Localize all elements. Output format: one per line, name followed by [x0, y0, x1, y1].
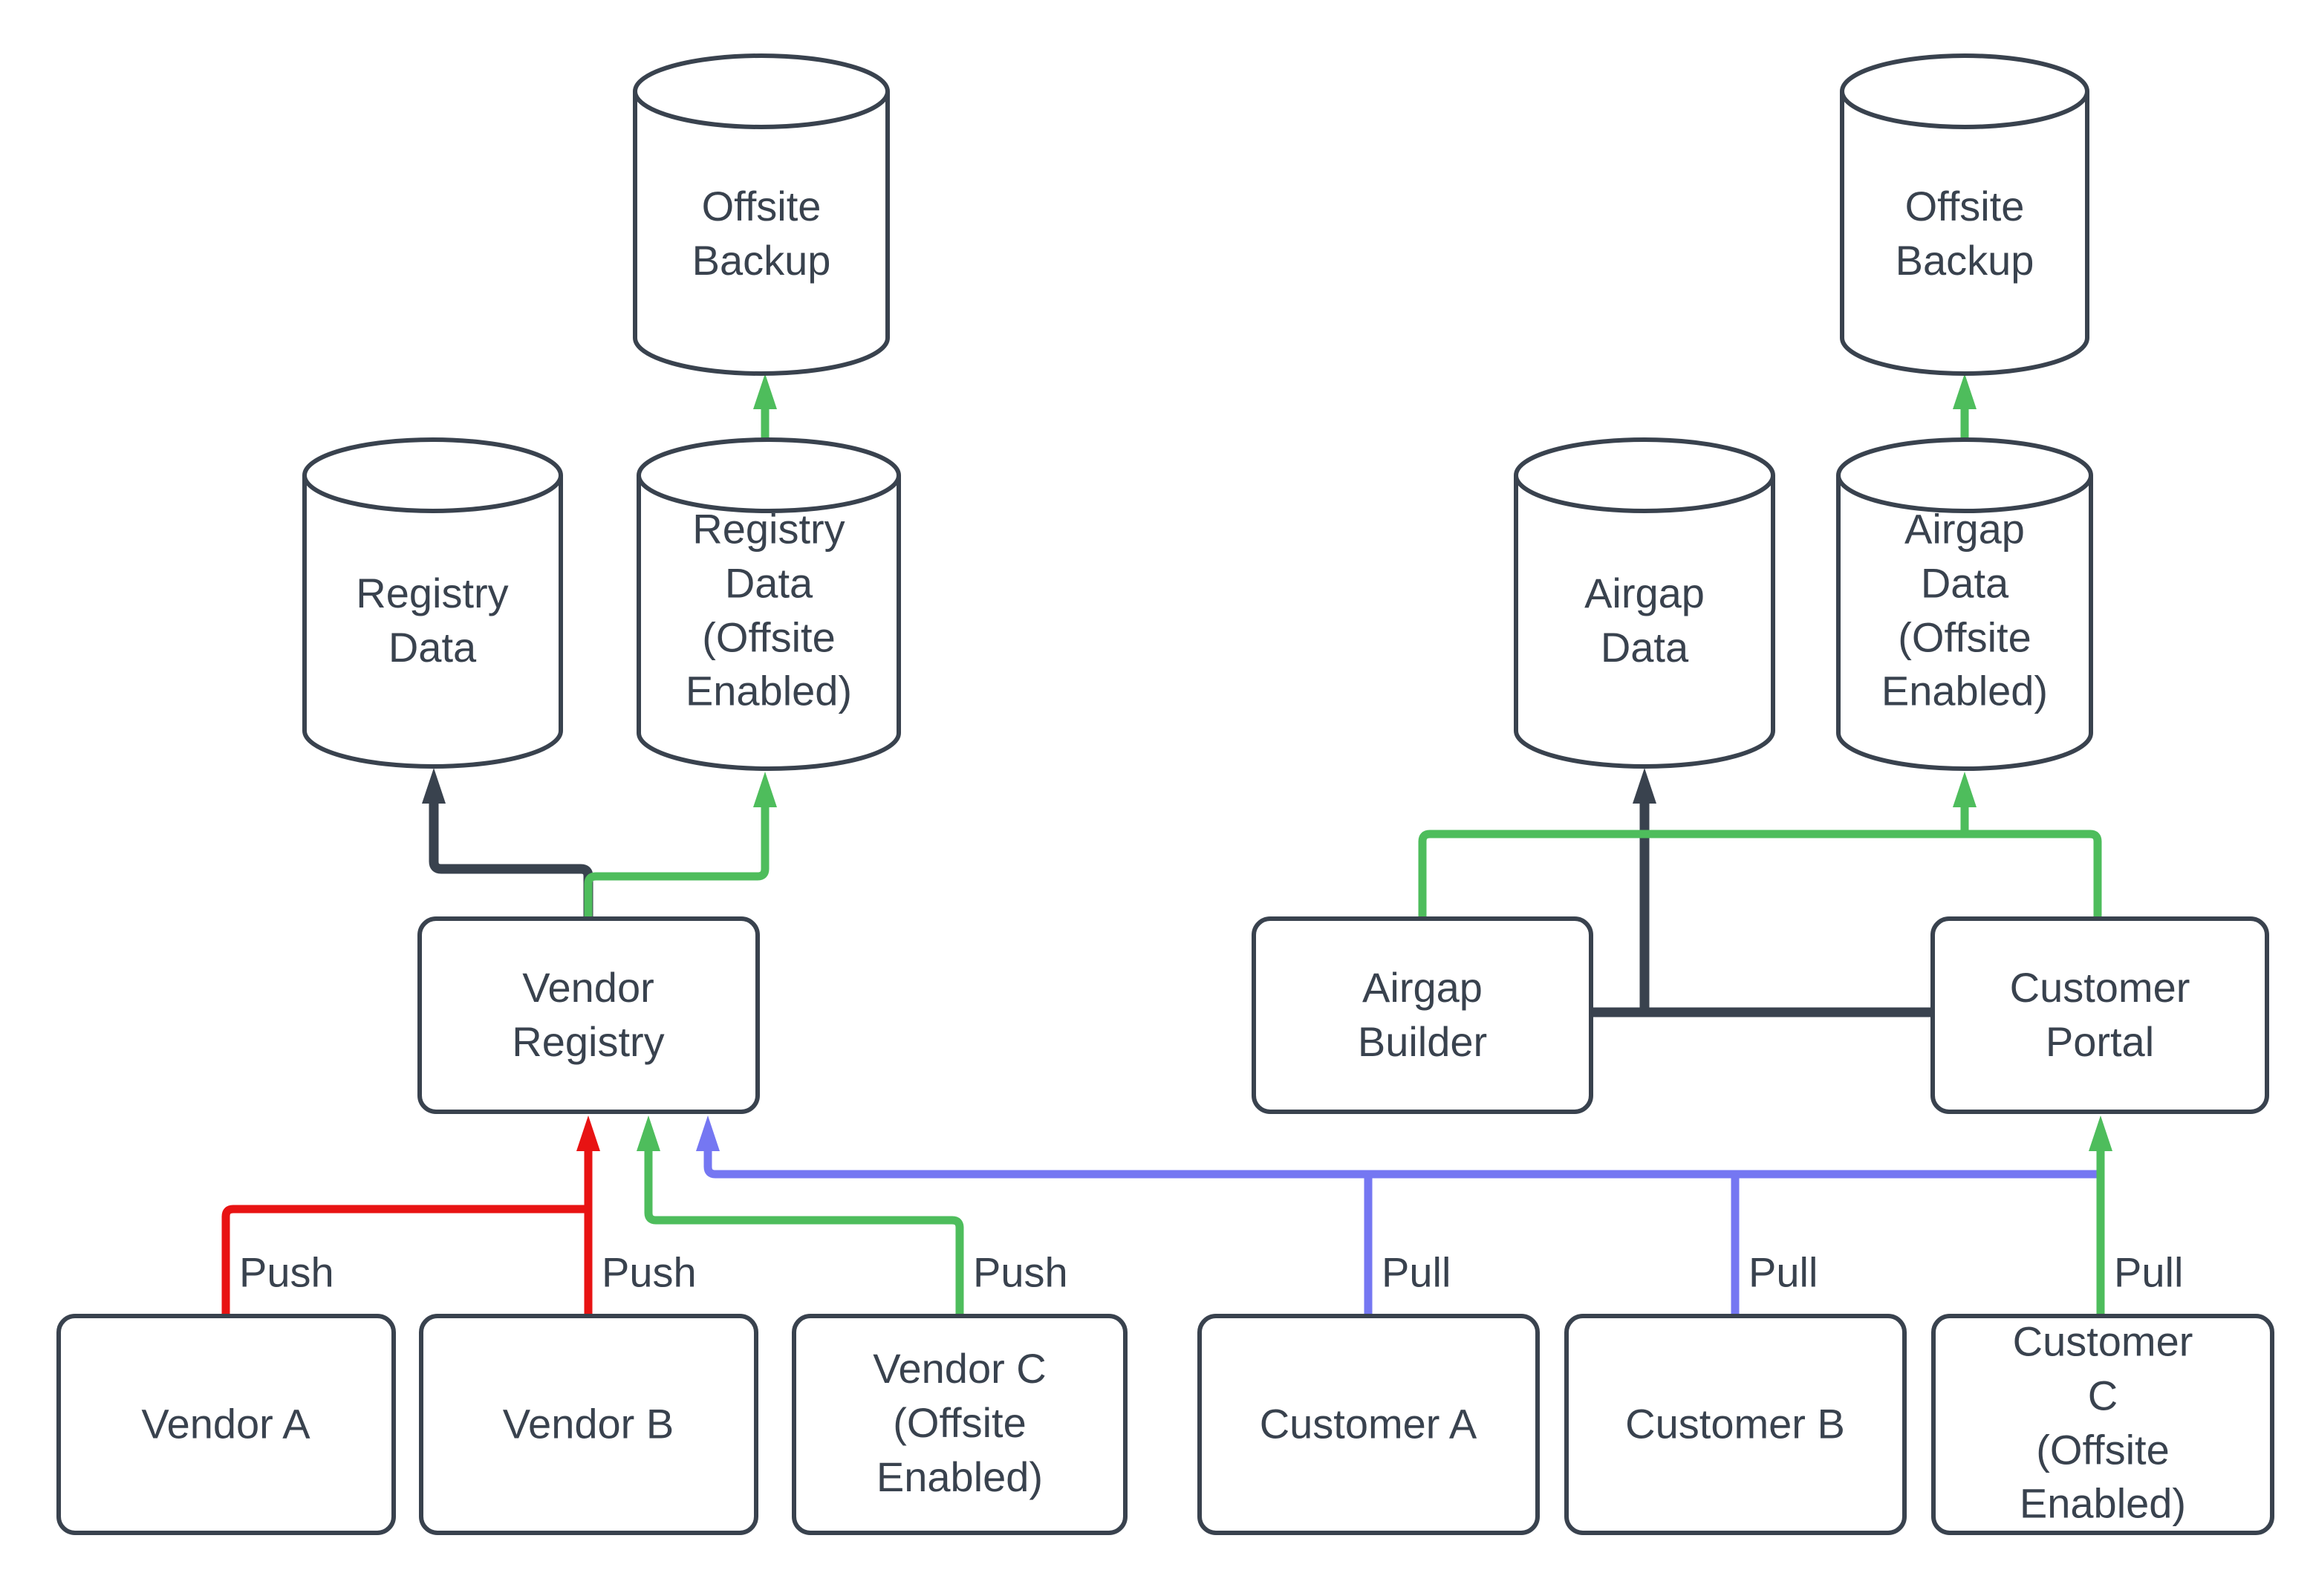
node-registry-data-offsite-label: Registry Data (Offsite Enabled): [685, 505, 853, 714]
edge-vendor-registry-to-registry-data: [429, 804, 593, 919]
edge-vendor-a-to-push-bus: [221, 1205, 588, 1316]
node-registry-data-offsite-shape: [637, 437, 901, 771]
edge-label-pull-customer-b: Pull: [1748, 1248, 1818, 1296]
node-vendor-b-label: Vendor B: [502, 1400, 674, 1447]
edge-label-push-vendor-c: Push: [973, 1248, 1068, 1296]
node-customer-b-shape: [1564, 1314, 1907, 1535]
node-vendor-registry-label: Vendor Registry: [512, 964, 665, 1065]
edge-label-pull-customer-c: Pull: [2114, 1248, 2184, 1296]
arrowhead-into-offsite-backup-right: [1953, 374, 1977, 409]
node-vendor-a-label: Vendor A: [141, 1400, 310, 1447]
node-offsite-backup-right-label: Offsite Backup: [1895, 183, 2034, 284]
node-customer-portal-shape: [1930, 916, 2269, 1114]
edge-label-push-vendor-a: Push: [239, 1248, 334, 1296]
edge-vendor-registry-to-registry-data-offsite: [584, 807, 770, 919]
node-airgap-data-offsite-label: Airgap Data (Offsite Enabled): [1881, 505, 2049, 714]
arrowhead-into-airgap-data: [1633, 768, 1656, 804]
node-offsite-backup-left-shape: [633, 53, 890, 376]
edge-label-push-vendor-b: Push: [602, 1248, 697, 1296]
edge-pull-bus-to-vendor-registry: [703, 1150, 2101, 1179]
arrowhead-red-into-vendor-registry: [576, 1115, 600, 1151]
arrowhead-into-registry-data: [422, 768, 446, 804]
node-customer-a-label: Customer A: [1259, 1400, 1477, 1447]
edge-airgap-builder-portal-green-bus: [1418, 830, 2102, 919]
node-airgap-data-offsite-shape: [1836, 437, 2093, 771]
arrowhead-blue-into-vendor-registry: [696, 1115, 720, 1151]
arrowhead-into-airgap-data-offsite: [1953, 772, 1977, 807]
node-vendor-a-shape: [56, 1314, 396, 1535]
node-offsite-backup-left-label: Offsite Backup: [692, 183, 831, 284]
node-customer-c-shape: [1931, 1314, 2274, 1535]
node-airgap-data-label: Airgap Data: [1584, 570, 1705, 671]
arrowhead-green-into-vendor-registry: [637, 1115, 660, 1151]
node-vendor-c-label: Vendor C (Offsite Enabled): [873, 1344, 1047, 1500]
edge-layer: [221, 409, 2105, 1316]
arrowhead-into-registry-data-offsite: [753, 772, 777, 807]
edge-label-pull-customer-a: Pull: [1382, 1248, 1451, 1296]
node-customer-c-label: Customer C (Offsite Enabled): [2012, 1317, 2193, 1527]
node-layer: [56, 53, 2274, 1535]
arrowhead-layer: [422, 374, 2112, 1151]
node-airgap-builder-label: Airgap Builder: [1357, 964, 1488, 1065]
node-customer-portal-label: Customer Portal: [2009, 964, 2190, 1065]
node-airgap-data-shape: [1514, 437, 1775, 769]
node-vendor-registry-shape: [417, 916, 760, 1114]
node-registry-data-label: Registry Data: [356, 570, 509, 671]
arrowhead-into-offsite-backup-left: [753, 374, 777, 409]
node-vendor-c-shape: [792, 1314, 1128, 1535]
arrowhead-into-customer-portal: [2089, 1115, 2112, 1151]
node-customer-b-label: Customer B: [1625, 1400, 1845, 1447]
node-customer-a-shape: [1197, 1314, 1540, 1535]
node-offsite-backup-right-shape: [1840, 53, 2089, 376]
node-registry-data-shape: [302, 437, 563, 769]
node-vendor-b-shape: [419, 1314, 758, 1535]
node-airgap-builder-shape: [1252, 916, 1593, 1114]
edge-vendor-c-to-vendor-registry: [644, 1150, 964, 1316]
